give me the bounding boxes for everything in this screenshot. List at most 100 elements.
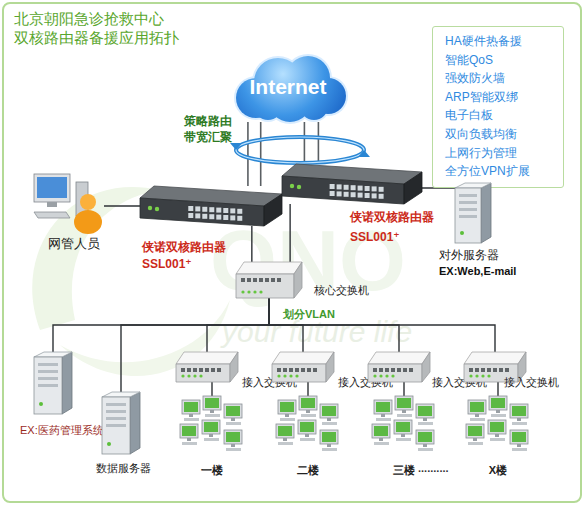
pc-screen — [280, 402, 294, 412]
server-bay — [459, 215, 477, 218]
node-shape — [180, 396, 244, 458]
node-label: EX:医药管理系统 — [20, 424, 104, 438]
pc-monitor — [202, 420, 220, 434]
floor-pc-group: 一楼 — [180, 396, 244, 458]
router-led — [297, 185, 301, 189]
bandwidth-ring — [236, 137, 364, 163]
switch-led — [199, 374, 202, 377]
pc — [372, 424, 390, 445]
switch-port — [505, 368, 509, 372]
vlan-label: 划分VLAN — [283, 307, 363, 321]
pc-stand — [381, 414, 385, 417]
network-link — [318, 122, 320, 164]
pc-keyboard — [418, 448, 433, 451]
watermark-text: your future life — [222, 312, 542, 351]
router-port — [372, 193, 377, 198]
pc-stand — [189, 414, 193, 417]
feature-item: 全方位VPN扩展 — [445, 164, 530, 179]
pc-monitor — [468, 400, 486, 414]
server-bay — [106, 410, 126, 413]
dual-core-router: 侠诺双核路由器SSL001⁺ — [140, 186, 282, 226]
switch-top — [176, 352, 238, 364]
person-head — [80, 194, 96, 210]
router-port — [379, 194, 384, 199]
router-port — [216, 215, 221, 220]
pc-stand — [209, 434, 213, 437]
switch-port — [391, 368, 395, 372]
pc-keyboard — [182, 442, 197, 445]
pc-keyboard — [376, 418, 391, 421]
network-link — [211, 382, 212, 396]
pc-monitor — [488, 420, 506, 434]
network-link — [289, 204, 290, 262]
switch-port — [403, 368, 407, 372]
switch-front — [368, 364, 422, 382]
pc-keyboard — [280, 418, 295, 421]
switch-port — [271, 278, 275, 282]
pc-monitor — [489, 396, 507, 410]
server-bay — [38, 377, 58, 380]
switch-led — [391, 374, 394, 377]
switch-icon — [368, 352, 430, 382]
feature-item: ARP智能双绑 — [445, 90, 518, 105]
pc-screen — [418, 432, 432, 442]
pc-screen — [322, 406, 336, 416]
pc — [489, 396, 507, 417]
pc-monitor — [320, 404, 338, 418]
pc-screen — [182, 426, 196, 436]
network-link — [104, 205, 140, 206]
pc-monitor — [298, 420, 316, 434]
switch-led — [289, 374, 292, 377]
switch-port — [265, 278, 269, 282]
switch-icon — [236, 262, 302, 298]
router-port — [344, 192, 349, 197]
pc-keyboard — [490, 438, 505, 441]
switch-front — [236, 274, 294, 298]
pc-keyboard — [300, 438, 315, 441]
floor-pc-group: 二楼 — [276, 396, 340, 458]
outer-frame — [3, 3, 581, 502]
pc-keyboard — [226, 448, 241, 451]
pc — [416, 430, 434, 451]
node-shape — [455, 183, 491, 243]
pc-monitor — [394, 420, 412, 434]
feature-item: HA硬件热备援 — [445, 34, 522, 49]
switch-port — [289, 368, 293, 372]
pc-keyboard — [204, 438, 219, 441]
pc-screen — [418, 406, 432, 416]
node-label: 网管人员 — [48, 236, 100, 252]
pc-screen — [204, 422, 218, 432]
pc-stand — [327, 418, 331, 421]
server-led — [107, 442, 111, 446]
switch-port — [313, 368, 317, 372]
switch-top — [464, 352, 526, 364]
pc — [278, 400, 296, 421]
router-port — [216, 208, 221, 213]
pc-stand — [473, 438, 477, 441]
pc-monitor — [278, 400, 296, 414]
pc — [394, 420, 412, 441]
node-shape — [272, 352, 334, 382]
router-port — [337, 184, 342, 189]
router-port — [202, 214, 207, 219]
pc — [510, 430, 528, 451]
router-port — [365, 193, 370, 198]
switch-port — [241, 278, 245, 282]
network-link — [497, 382, 498, 396]
pc-stand — [187, 438, 191, 441]
switch-led — [475, 374, 478, 377]
router-port — [230, 208, 235, 213]
pc-screen — [491, 398, 505, 408]
pc-stand — [305, 434, 309, 437]
node-shape — [176, 352, 238, 382]
switch-port — [205, 368, 209, 372]
switch-front — [176, 364, 230, 382]
pc-stand — [283, 438, 287, 441]
pc-keyboard — [226, 422, 241, 425]
server-side — [130, 392, 140, 454]
pc-keyboard — [34, 212, 70, 218]
server-front — [455, 188, 481, 243]
router-port — [337, 191, 342, 196]
node-label: SSL001⁺ — [142, 257, 192, 272]
diagram-title: 北京朝阳急诊抢救中心 双核路由器备援应用拓扑 — [14, 9, 199, 47]
